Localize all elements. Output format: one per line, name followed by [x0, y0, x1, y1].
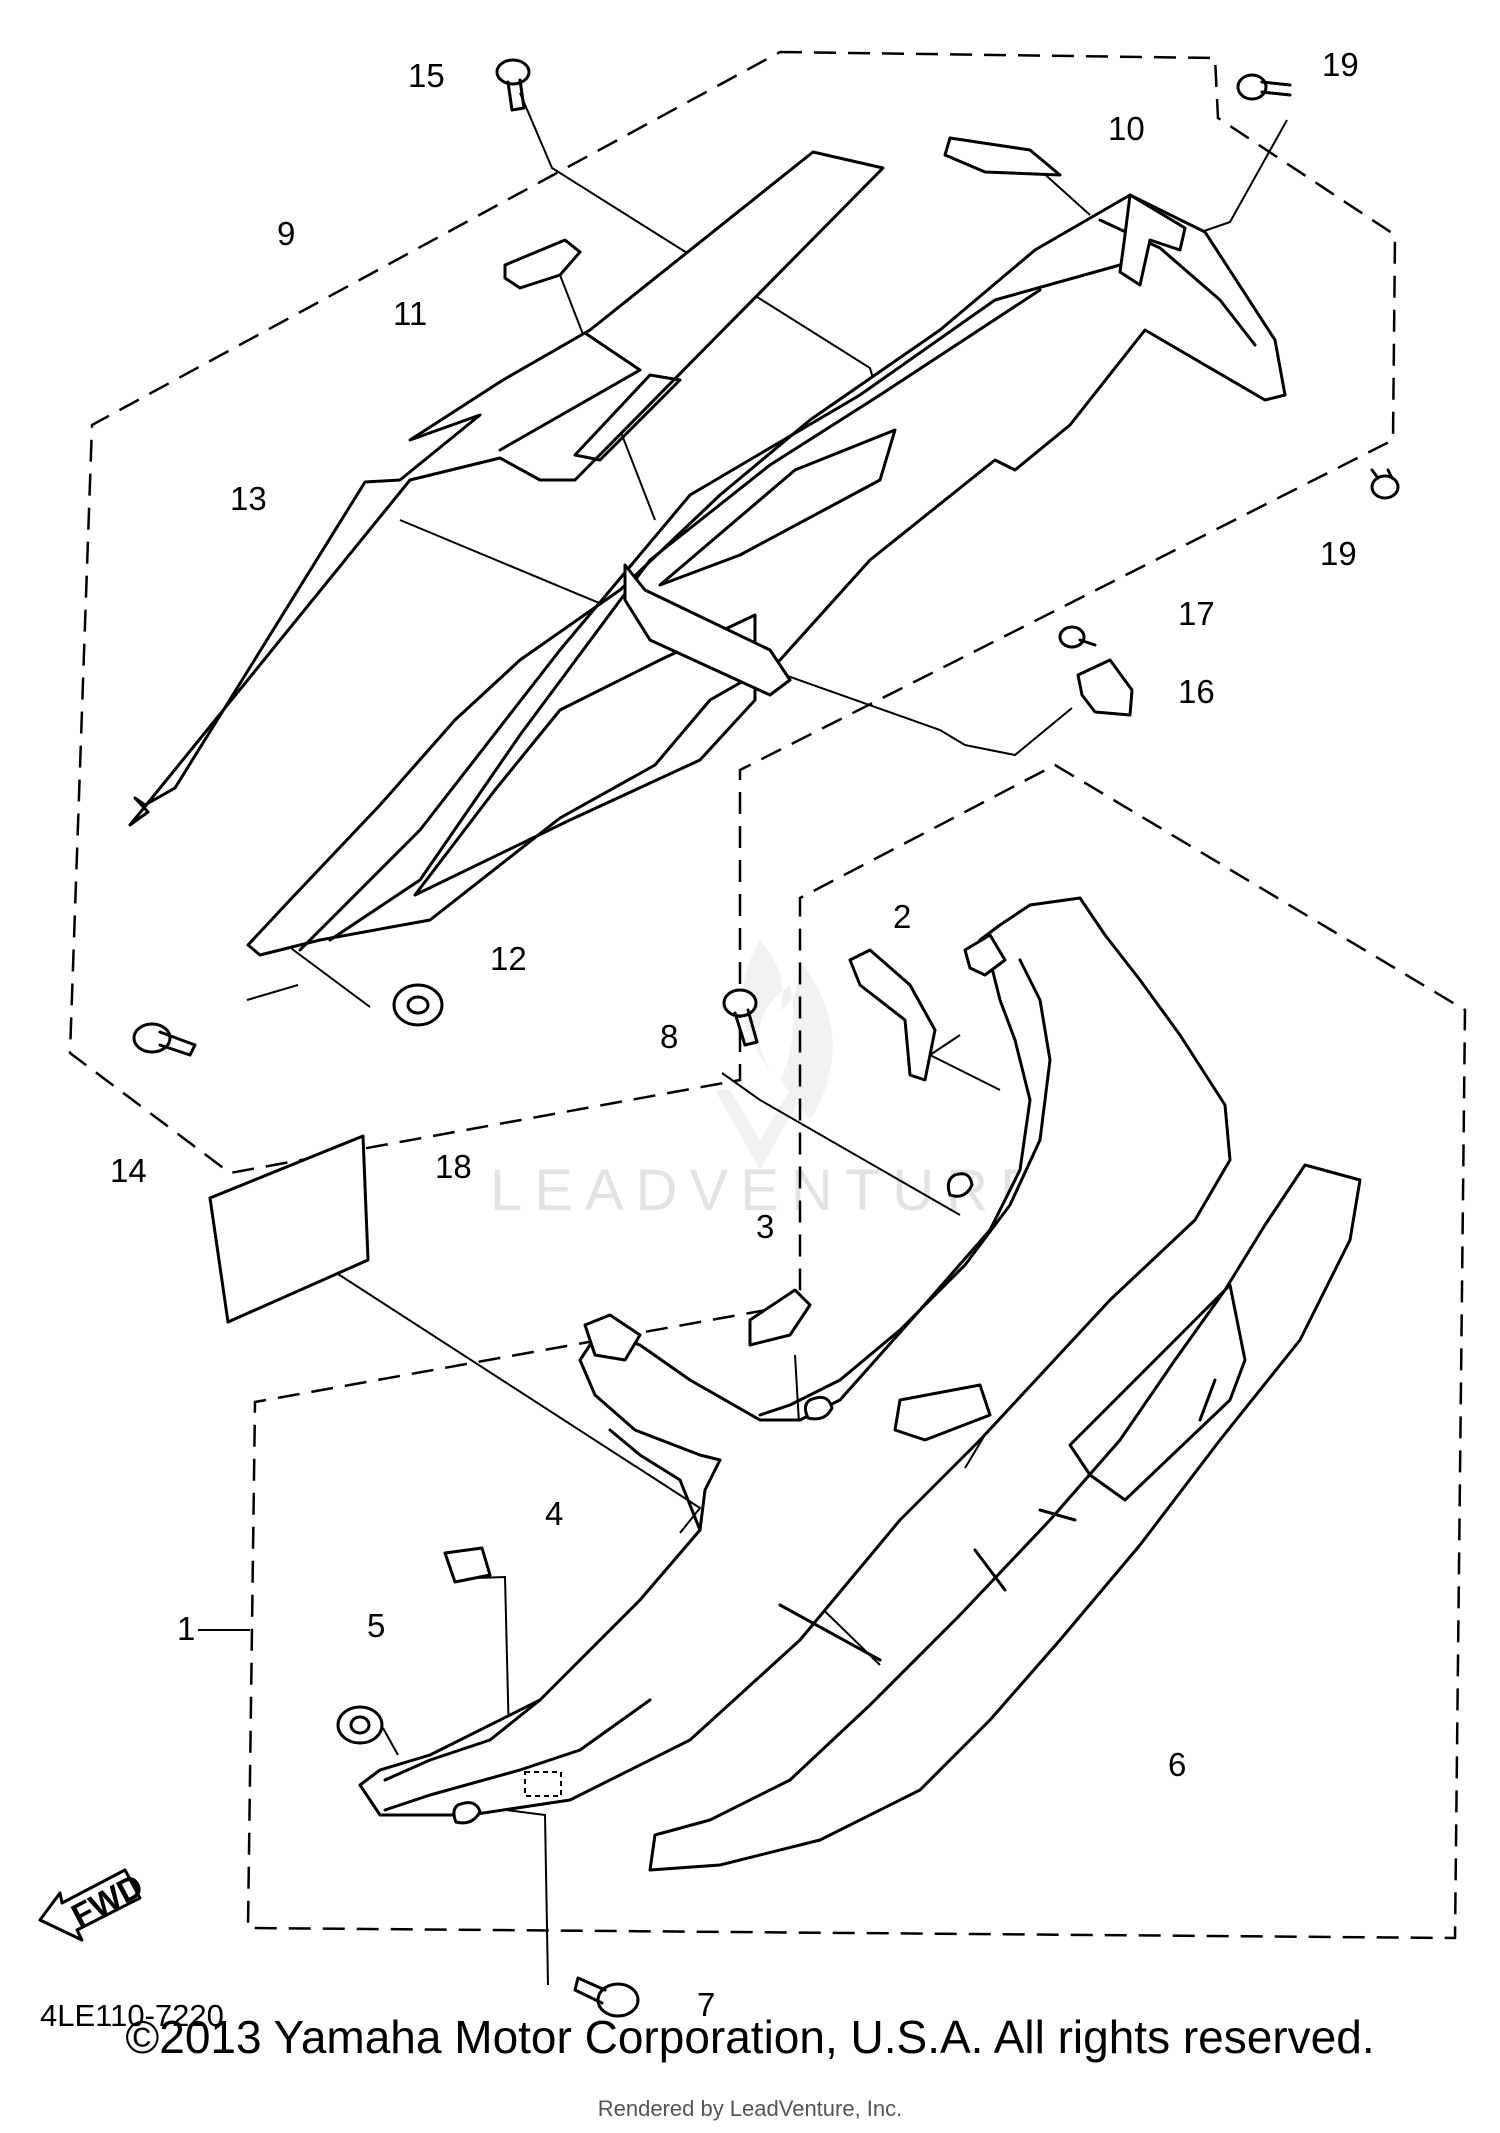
callout-18: 18 — [435, 1148, 472, 1185]
part-6-edge — [778, 1378, 1217, 1662]
part-12-grommet — [392, 983, 444, 1027]
part-3-pad — [748, 1288, 812, 1347]
part-9-bracket — [623, 563, 792, 697]
part-10-pad — [943, 136, 1062, 177]
callout-1: 1 — [177, 1610, 195, 1647]
part-2-pad — [848, 948, 937, 1082]
callout-7: 7 — [697, 1986, 715, 2023]
fwd-label: FWD — [65, 1866, 149, 1934]
part-9-window — [413, 613, 757, 897]
callout-19-top: 19 — [1322, 46, 1359, 83]
callout-13: 13 — [230, 480, 267, 517]
part-4-position-marker — [524, 1771, 562, 1797]
upper-assembly-boundary — [68, 50, 1397, 1175]
watermark-text: LEADVENTURE — [490, 1158, 1051, 1223]
part-1-inner-edge — [608, 958, 1052, 1532]
figure-code: 4LE110-7220 — [40, 1998, 224, 2033]
callout-10: 10 — [1108, 110, 1145, 147]
callout-8: 8 — [660, 1018, 678, 1055]
callout-16: 16 — [1178, 673, 1215, 710]
part-13-plate — [128, 150, 885, 827]
part-9-hook — [1118, 193, 1187, 287]
watermark: LEADVENTURE — [490, 940, 1051, 1223]
part-13-inner-edge — [498, 331, 642, 452]
part-7-bolt — [573, 1976, 640, 2018]
callout-19-right: 19 — [1320, 535, 1357, 572]
callout-14: 14 — [110, 1152, 147, 1189]
part-19-screw-right — [1370, 468, 1400, 500]
callout-11: 11 — [393, 295, 427, 332]
part-1-mid-bracket — [583, 1313, 642, 1362]
part-13-slot — [573, 373, 682, 462]
part-1-hole-top — [946, 1172, 974, 1198]
part-6-slot — [893, 1383, 992, 1442]
part-1-hole-bottom — [452, 1801, 482, 1825]
part-6-skirt — [648, 1163, 1362, 1872]
callout-labels: 1 2 3 4 5 6 7 8 9 10 11 12 13 14 15 16 1… — [110, 46, 1359, 2023]
part-6-rib — [1068, 1283, 1247, 1502]
part-1-top-bracket — [963, 933, 1007, 977]
part-17-screw — [1058, 625, 1097, 649]
fwd-arrow-icon: FWD — [38, 1866, 149, 1942]
part-14-bolt — [132, 1022, 197, 1057]
leadventure-logo-icon — [715, 940, 833, 1170]
part-8-bolt — [722, 988, 759, 1047]
callout-3: 3 — [756, 1208, 774, 1245]
part-11-pad — [503, 238, 582, 290]
part-5-grommet — [336, 1705, 384, 1745]
rendered-by-credit: Rendered by LeadVenture, Inc. — [597, 2096, 903, 2121]
callout-12: 12 — [490, 940, 527, 977]
callout-17: 17 — [1178, 595, 1215, 632]
part-1-hole-center — [803, 1395, 834, 1421]
part-1-side-cover — [358, 896, 1232, 1817]
callout-5: 5 — [367, 1607, 385, 1644]
callout-15: 15 — [408, 57, 445, 94]
callout-2: 2 — [893, 898, 911, 935]
part-9-rail-inner-2 — [328, 288, 1042, 942]
part-1-lower-edge — [383, 1698, 652, 1812]
callout-9: 9 — [277, 215, 295, 252]
lower-assembly-boundary — [246, 763, 1467, 1940]
callout-4: 4 — [545, 1495, 563, 1532]
callout-6: 6 — [1168, 1746, 1186, 1783]
part-18-label — [208, 1134, 370, 1324]
part-9-window-2 — [658, 428, 897, 587]
part-4-block — [443, 1546, 492, 1584]
part-19-screw-top — [1236, 73, 1292, 101]
copyright-notice: ©2013 Yamaha Motor Corporation, U.S.A. A… — [125, 2011, 1375, 2063]
part-16-clip — [1076, 658, 1134, 717]
part-15-bolt — [495, 58, 531, 112]
